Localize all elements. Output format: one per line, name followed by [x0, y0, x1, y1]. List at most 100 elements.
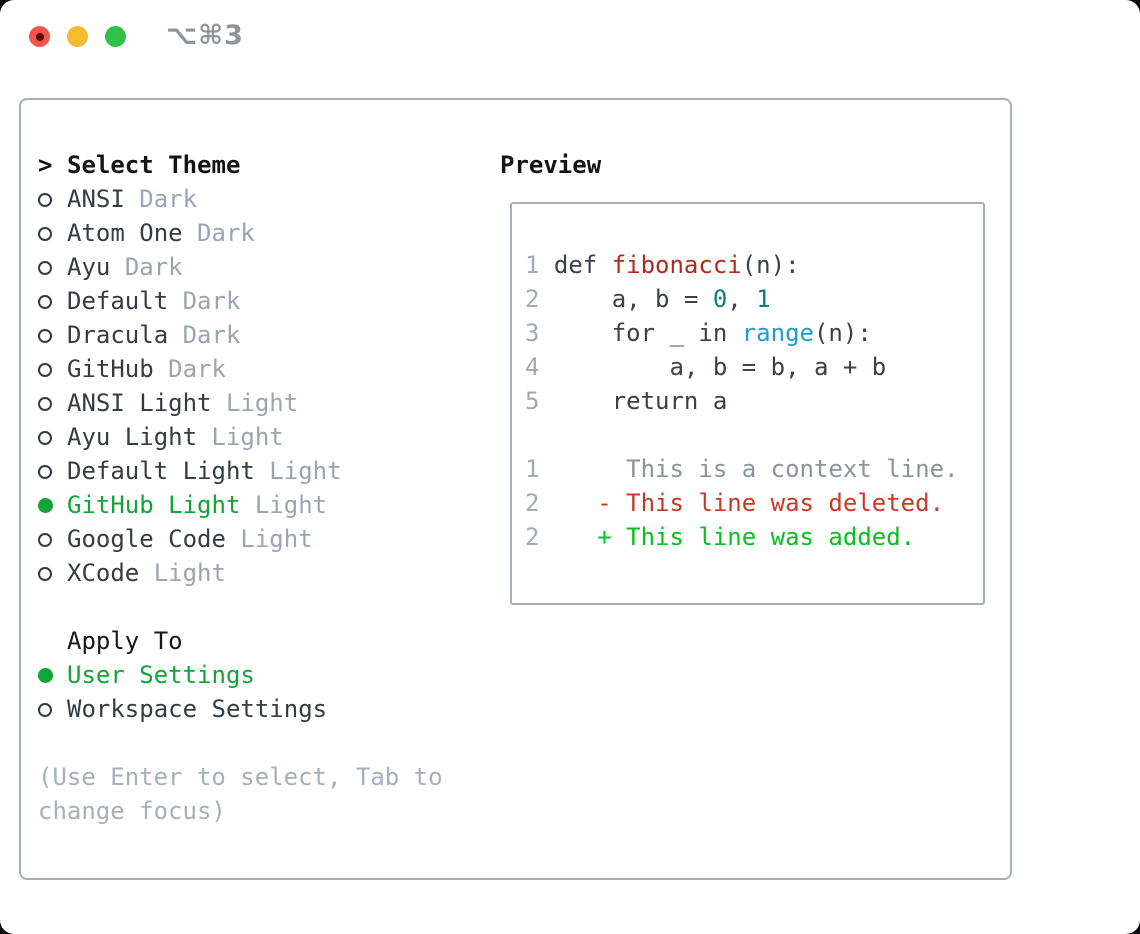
code-segment-builtin: range [741, 319, 814, 347]
line-number: 3 [525, 319, 540, 347]
option-label: Google Code Light [67, 525, 313, 553]
line-number: 4 [525, 353, 540, 381]
option-variant-label: Dark [182, 321, 241, 349]
traffic-lights [29, 26, 126, 47]
code-segment-code: a, b = b, a + b [553, 353, 887, 381]
line-number: 2 [525, 285, 540, 313]
code-segment-num: 0 [712, 285, 728, 313]
theme-option-ansi-light[interactable]: ANSI Light Light [38, 386, 474, 420]
radio-off-icon [38, 328, 52, 343]
radio-off-icon [38, 226, 52, 241]
radio-off-icon [38, 430, 52, 445]
apply-option-user-settings[interactable]: User Settings [38, 658, 474, 692]
option-variant-label: Dark [139, 185, 198, 213]
preview-line: 5 return a [525, 384, 983, 418]
radio-off-icon [38, 362, 52, 377]
option-label: GitHub Light Light [67, 491, 328, 519]
theme-option-default[interactable]: Default Dark [38, 284, 474, 318]
option-label: GitHub Dark [67, 355, 226, 383]
preview-line: 2 - This line was deleted. [525, 486, 983, 520]
option-label: User Settings [67, 661, 255, 689]
option-label: Workspace Settings [67, 695, 328, 723]
option-label: Atom One Dark [67, 219, 255, 247]
theme-option-ayu[interactable]: Ayu Dark [38, 250, 474, 284]
zoom-button[interactable] [105, 26, 126, 47]
option-label: Ayu Dark [67, 253, 183, 281]
preview-blank-line [525, 418, 983, 452]
theme-option-xcode[interactable]: XCode Light [38, 556, 474, 590]
option-label: ANSI Dark [67, 185, 198, 213]
line-number: 5 [525, 387, 540, 415]
theme-option-github-light[interactable]: GitHub Light Light [38, 488, 474, 522]
preview-header: Preview [500, 151, 602, 179]
option-label: Dracula Dark [67, 321, 241, 349]
option-label: Default Light Light [67, 457, 342, 485]
apply-option-workspace-settings[interactable]: Workspace Settings [38, 692, 474, 726]
theme-option-ayu-light[interactable]: Ayu Light Light [38, 420, 474, 454]
code-segment-added: + This line was added. [553, 523, 916, 551]
option-variant-label: Light [240, 525, 313, 553]
option-label: ANSI Light Light [67, 389, 299, 417]
theme-option-ansi[interactable]: ANSI Dark [38, 182, 474, 216]
option-variant-label: Dark [197, 219, 255, 247]
keyboard-hint: (Use Enter to select, Tab to change focu… [38, 763, 458, 825]
option-label: Ayu Light Light [67, 423, 284, 451]
code-segment-code: return a [553, 387, 728, 415]
code-segment-func: fibonacci [611, 251, 742, 279]
code-segment-code: def [553, 251, 612, 279]
line-number: 1 [525, 251, 540, 279]
radio-off-icon [38, 192, 52, 207]
code-segment-num: 1 [756, 285, 771, 313]
close-button[interactable] [29, 26, 50, 47]
radio-off-icon [38, 566, 52, 581]
theme-option-atom-one[interactable]: Atom One Dark [38, 216, 474, 250]
line-number: 2 [525, 489, 540, 517]
option-variant-label: Light [211, 423, 284, 451]
theme-option-default-light[interactable]: Default Light Light [38, 454, 474, 488]
theme-option-google-code[interactable]: Google Code Light [38, 522, 474, 556]
blank-row [38, 726, 474, 760]
radio-off-icon [38, 260, 52, 275]
preview-line: 2 + This line was added. [525, 520, 983, 554]
option-variant-label: Dark [182, 287, 241, 315]
code-segment-context: This is a context line. [553, 455, 959, 483]
theme-option-github[interactable]: GitHub Dark [38, 352, 474, 386]
code-segment-code: , [727, 285, 757, 313]
radio-off-icon [38, 532, 52, 547]
option-variant-label: Dark [168, 355, 226, 383]
select-theme-header-row: > Select Theme [38, 148, 474, 182]
apply-to-header: Apply To [67, 627, 183, 655]
prompt-caret-icon: > [38, 151, 53, 179]
radio-on-icon [38, 668, 53, 683]
radio-off-icon [38, 702, 52, 717]
select-theme-header: Select Theme [67, 151, 241, 179]
code-segment-code: (n): [741, 251, 800, 279]
line-number: 1 [525, 455, 540, 483]
option-label: XCode Light [67, 559, 226, 587]
radio-off-icon [38, 294, 52, 309]
option-variant-label: Dark [124, 253, 183, 281]
apply-to-header-row: Apply To [38, 624, 474, 658]
code-segment-deleted: - This line was deleted. [553, 489, 945, 517]
blank-row [38, 590, 474, 624]
minimize-button[interactable] [67, 26, 88, 47]
option-label: Default Dark [67, 287, 241, 315]
code-segment-code: (n): [813, 319, 872, 347]
code-segment-code: for _ in [553, 319, 742, 347]
preview-line: 4 a, b = b, a + b [525, 350, 983, 384]
preview-line: 3 for _ in range(n): [525, 316, 983, 350]
title-bar: ⌥⌘3 [0, 0, 1140, 74]
radio-on-icon [38, 498, 53, 513]
theme-option-dracula[interactable]: Dracula Dark [38, 318, 474, 352]
preview-line: 2 a, b = 0, 1 [525, 282, 983, 316]
radio-off-icon [38, 396, 52, 411]
code-segment-code: a, b = [553, 285, 713, 313]
window-title: ⌥⌘3 [166, 20, 244, 51]
